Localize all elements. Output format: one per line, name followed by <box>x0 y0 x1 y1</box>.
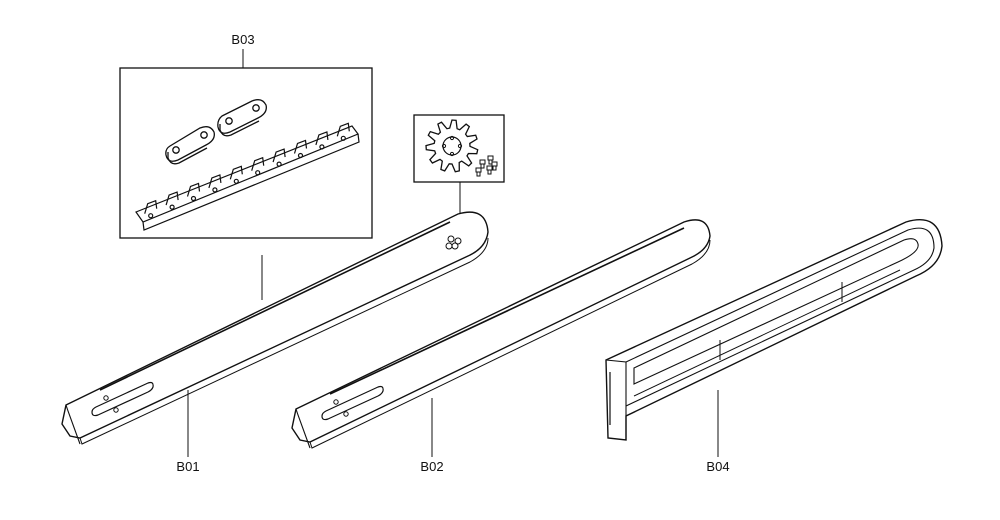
chain-rivet <box>148 213 154 219</box>
sprocket-hub-icon <box>442 136 462 156</box>
chain-link-plate-icon <box>217 99 267 137</box>
chain-link-plate-icon <box>165 126 215 165</box>
chain-detail-group: B03 <box>119 32 373 239</box>
rivets-icon <box>475 155 498 177</box>
chain-rivet <box>297 152 304 159</box>
chain-rivet <box>255 170 261 176</box>
label-b04: B04 <box>706 459 729 474</box>
sprocket-bolts-icon <box>441 135 463 157</box>
sprocket-detail-box <box>413 114 505 183</box>
label-b01: B01 <box>176 459 199 474</box>
chain-cutter-tooth <box>165 191 179 206</box>
chain-rivet <box>319 144 325 150</box>
bar-nose-holes-icon <box>445 235 462 250</box>
chain-rivet <box>233 178 239 184</box>
chain-cutter-tooth <box>186 182 201 197</box>
sprocket-detail-group <box>413 114 505 214</box>
chain-cutter-tooth <box>144 199 158 214</box>
chain-rivet <box>169 204 175 210</box>
chain-rivet <box>276 161 282 167</box>
chain-cutter-tooth <box>293 139 308 154</box>
chain-rivet <box>190 195 197 202</box>
guide-bar-b01: B01 <box>61 211 489 474</box>
chain-cutter-tooth <box>315 131 329 146</box>
chain-rivet <box>212 187 218 193</box>
chain-rivet <box>340 135 346 141</box>
chain-cutter-tooth <box>208 174 222 189</box>
guide-bar-b02: B02 <box>291 219 711 474</box>
chain-cutter-tooth <box>251 156 265 171</box>
saw-chain-icon <box>135 122 360 231</box>
label-b03: B03 <box>231 32 254 47</box>
bar-cover-b04: B04 <box>605 219 943 474</box>
sprocket-icon <box>425 119 479 173</box>
chain-cutter-tooth <box>229 165 243 180</box>
chain-cutter-tooth <box>336 122 350 137</box>
chain-detail-box <box>119 67 373 239</box>
label-b02: B02 <box>420 459 443 474</box>
chain-cutter-tooth <box>272 148 286 163</box>
